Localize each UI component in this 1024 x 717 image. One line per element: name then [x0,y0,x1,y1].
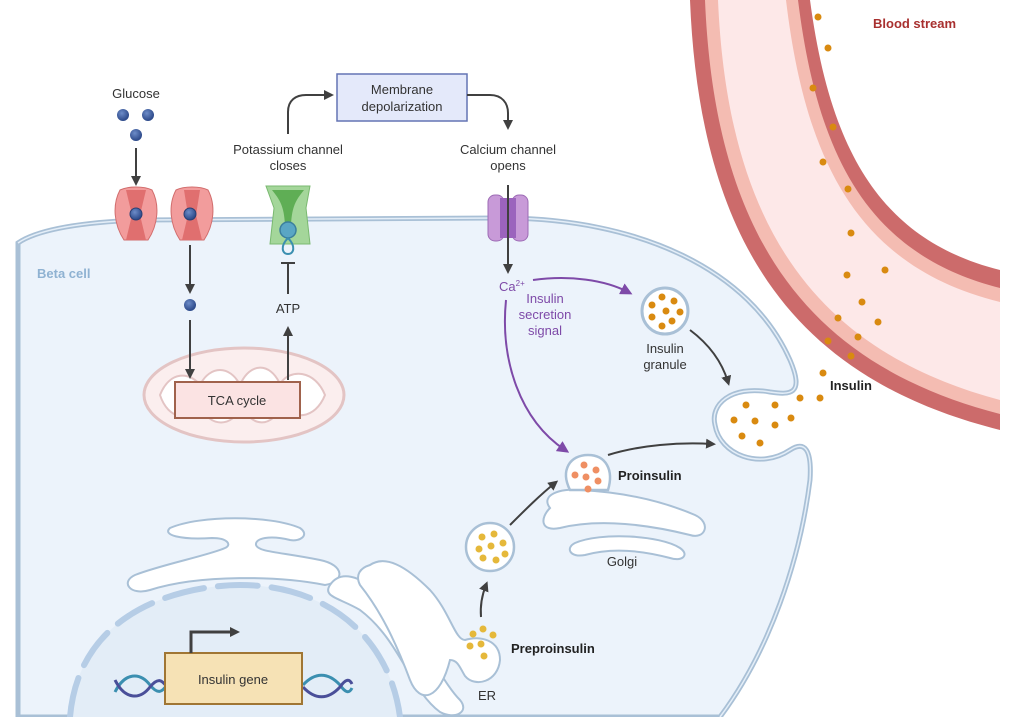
insulin-secretion-signal-line2: secretion [519,307,572,322]
tca-cycle-box [174,381,301,419]
transcription-start-arrow [189,627,240,653]
blood-stream-label: Blood stream [873,16,956,31]
insulin-granule [640,286,690,336]
membrane-depolarization-label-line1: Membrane [371,82,433,97]
membrane-depolarization-label-line2: depolarization [362,99,443,114]
potassium-channel [265,185,311,256]
glucose-label: Glucose [112,86,160,101]
secreted-insulin-dots [730,13,889,447]
potassium-channel-label-line2: closes [270,158,307,173]
granule-to-exocytosis-arrow [689,329,732,386]
calcium-channel-label-line1: Calcium channel [460,142,556,157]
preproinsulin-label: Preproinsulin [511,641,595,656]
glucose-molecule [142,109,154,121]
signal-to-granule-arrow [532,277,633,295]
proinsulin-label: Proinsulin [618,468,682,483]
membrane-depolarization-box [336,73,468,122]
depolarization-to-calcium-arrow [467,94,513,130]
proinsulin-vesicle [564,453,612,493]
insulin-granule-label-line2: granule [643,357,686,372]
dna-strand-left [113,674,169,698]
glucose-transporter [170,186,214,241]
calcium-channel [487,194,529,242]
calcium-channel-label-line2: opens [490,158,526,173]
tca-cycle-label: TCA cycle [208,393,267,408]
glucose-molecule [130,129,142,141]
er-label: ER [478,688,496,703]
proinsulin-to-exocytosis-arrow [607,438,716,456]
er-to-vesicle-arrow [479,581,489,618]
insulin-secretion-signal-line1: Insulin [526,291,564,306]
calcium-ion-label: Ca2+ [499,279,525,294]
dna-strand-right [301,673,354,699]
preproinsulin-vesicle [466,625,497,660]
endoplasmic-reticulum [126,517,502,717]
insulin-granule-label-line1: Insulin [646,341,684,356]
insulin-secretion-signal-line3: signal [528,323,562,338]
golgi-label: Golgi [607,554,637,569]
insulin-gene-label: Insulin gene [198,672,268,687]
insulin-gene-box [164,652,303,705]
glucose-transporter [114,186,158,241]
transport-vesicle [464,521,516,573]
vesicle-to-golgi-arrow [509,480,559,526]
intracellular-glucose [184,299,196,311]
blood-vessel [690,0,1000,430]
glucose-molecule [117,109,129,121]
signal-to-proinsulin-arrow [504,299,570,453]
beta-cell-label: Beta cell [37,266,90,281]
atp-label: ATP [276,301,300,316]
insulin-label: Insulin [830,378,872,393]
potassium-channel-label-line1: Potassium channel [233,142,343,157]
potassium-to-depolarization-arrow [287,90,334,134]
